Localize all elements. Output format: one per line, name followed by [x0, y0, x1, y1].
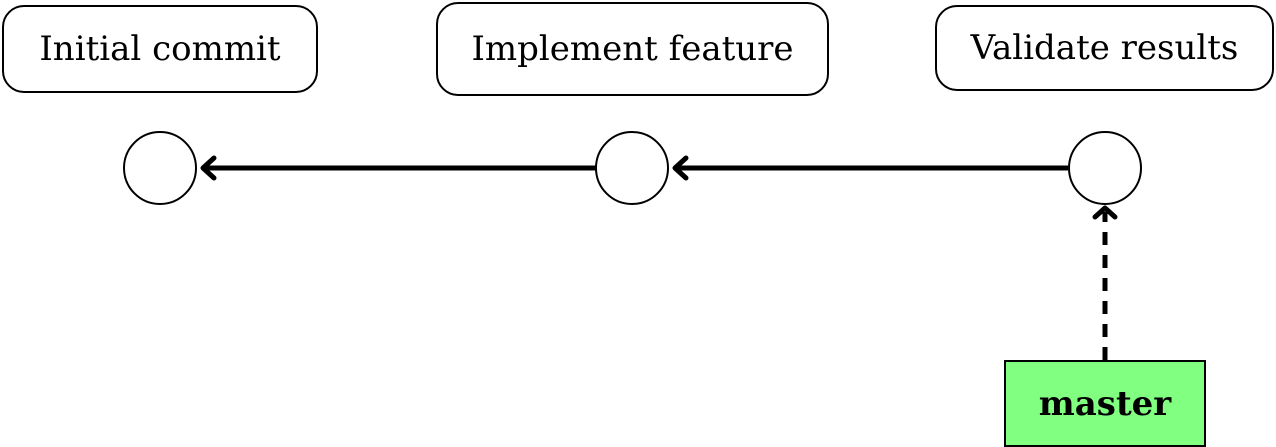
- commit-message-box-1: Initial commit: [2, 5, 318, 93]
- commit-node-3: [1068, 131, 1142, 205]
- branch-name: master: [1038, 383, 1172, 424]
- branch-pointer-arrowhead: [1092, 205, 1118, 220]
- commit-message-box-2: Implement feature: [436, 2, 829, 96]
- branch-label-master: master: [1004, 360, 1206, 447]
- commit-message-label: Validate results: [970, 28, 1239, 68]
- commit-node-2: [595, 131, 669, 205]
- commit-message-label: Implement feature: [471, 29, 794, 69]
- commit-message-box-3: Validate results: [935, 5, 1274, 91]
- arrowhead-2-to-1: [200, 155, 217, 181]
- commit-node-1: [123, 131, 197, 205]
- commit-message-label: Initial commit: [39, 29, 281, 69]
- arrowhead-3-to-2: [672, 155, 689, 181]
